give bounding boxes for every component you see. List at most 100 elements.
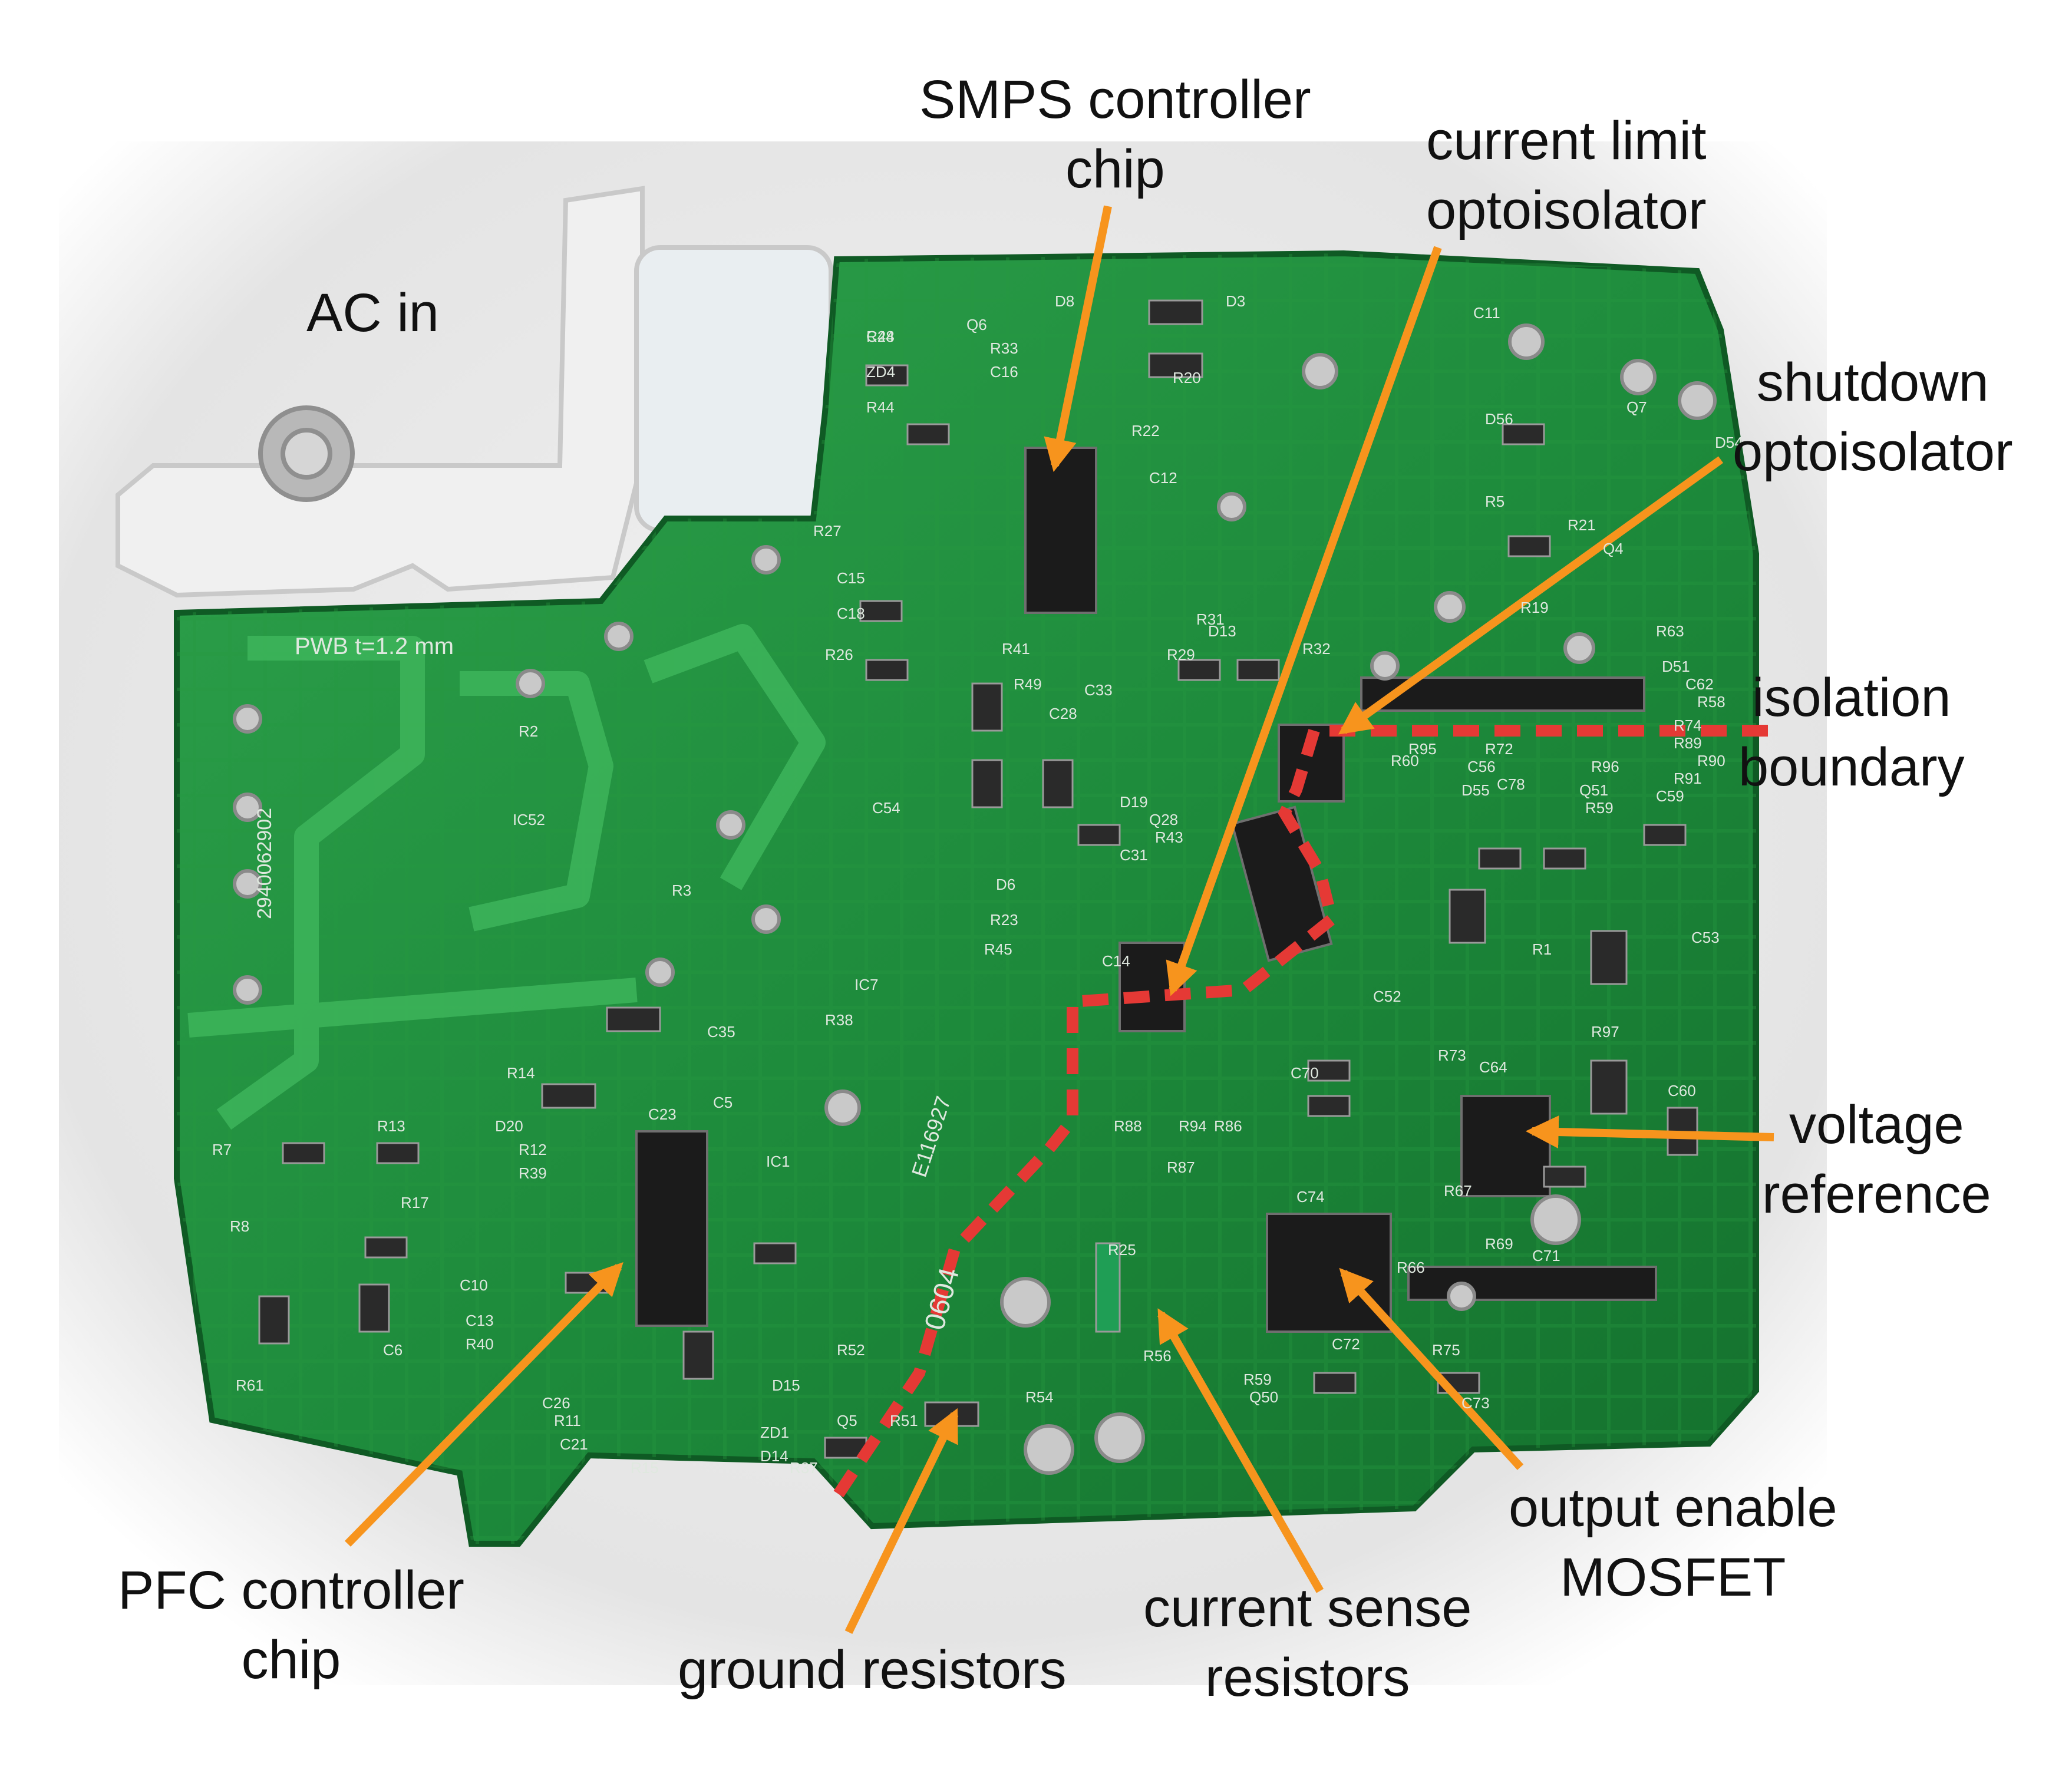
silk-ref-d14: D14 xyxy=(760,1447,788,1465)
silk-ref-zd1: ZD1 xyxy=(760,1424,789,1441)
silk-ref-r96: R96 xyxy=(1591,758,1619,775)
silk-ref-d54: D54 xyxy=(1715,434,1743,451)
silk-ref-c71: C71 xyxy=(1532,1247,1560,1264)
label-shutdown-line2: optoisolator xyxy=(1733,422,2013,482)
silk-ref-q5: Q5 xyxy=(837,1412,857,1429)
silk-ref-r29: R29 xyxy=(1167,646,1195,663)
silk-ref-r39: R39 xyxy=(519,1164,547,1182)
silk-ref-r59: R59 xyxy=(1585,799,1614,817)
label-isolation-line1: isolation xyxy=(1752,668,1951,728)
silk-ref-zd4: ZD4 xyxy=(866,363,895,381)
silk-ref-r89: R89 xyxy=(1674,734,1702,752)
silk-ref-r75: R75 xyxy=(1432,1341,1460,1359)
isolation-boundary-line xyxy=(832,725,1768,1500)
label-smps-line1: SMPS controller xyxy=(919,70,1311,130)
silk-ref-r40: R40 xyxy=(466,1335,494,1353)
label-smps-line2: chip xyxy=(1065,139,1165,199)
silk-ref-d3: D3 xyxy=(1226,292,1245,310)
silk-ref-r74: R74 xyxy=(1674,717,1702,734)
silk-ref-q28: Q28 xyxy=(1149,811,1178,828)
silk-ref-r95: R95 xyxy=(1408,740,1437,758)
label-pfc-controller: PFC controller chip xyxy=(118,1556,464,1695)
silk-ref-r25: R25 xyxy=(1108,1241,1136,1259)
silk-ref-r17: R17 xyxy=(401,1194,429,1211)
silk-ref-c13: C13 xyxy=(466,1312,494,1329)
label-current-limit-line2: optoisolator xyxy=(1426,180,1707,240)
silk-ref-r73: R73 xyxy=(1438,1046,1466,1064)
silk-ref-r5: R5 xyxy=(1485,493,1504,510)
silk-ref-d13: D13 xyxy=(1208,622,1236,640)
label-current-sense-line1: current sense xyxy=(1143,1578,1472,1638)
silk-ref-q7: Q7 xyxy=(1626,398,1647,416)
silk-ref-r33: R33 xyxy=(990,339,1018,357)
silk-ref-r7: R7 xyxy=(212,1141,232,1158)
arrow-smps xyxy=(1044,205,1112,472)
silk-ref-d15: D15 xyxy=(772,1376,800,1394)
silk-pwb: PWB t=1.2 mm xyxy=(295,633,454,659)
silk-ref-c26: C26 xyxy=(542,1394,570,1412)
label-current-limit-opto: current limit optoisolator xyxy=(1426,106,1707,245)
silk-ref-d56: D56 xyxy=(1485,410,1513,428)
silk-ref-c74: C74 xyxy=(1296,1188,1325,1206)
silk-ref-q4: Q4 xyxy=(1603,540,1624,557)
arrow-mosfet xyxy=(1339,1267,1524,1470)
label-current-sense-resistors: current sense resistors xyxy=(1143,1573,1471,1712)
silk-ref-r56: R56 xyxy=(1143,1347,1172,1365)
silk-ref-c14: C14 xyxy=(1102,952,1130,970)
silk-ref-c70: C70 xyxy=(1291,1064,1319,1082)
silk-ref-r23: R23 xyxy=(990,911,1018,929)
label-pfc-line2: chip xyxy=(241,1630,341,1690)
silk-ref-r27: R27 xyxy=(813,522,842,540)
label-ground-text: ground resistors xyxy=(678,1640,1067,1700)
label-voltage-reference: voltage reference xyxy=(1762,1090,1991,1229)
silk-ref-r8: R8 xyxy=(230,1217,249,1235)
silk-ref-c5: C5 xyxy=(713,1094,733,1111)
silk-ref-c52: C52 xyxy=(1373,988,1401,1005)
silk-ref-c78: C78 xyxy=(1497,775,1525,793)
silk-ref-r43: R43 xyxy=(1155,828,1183,846)
silk-ref-r97: R97 xyxy=(1591,1023,1619,1041)
silk-ref-d8: D8 xyxy=(1055,292,1074,310)
silk-ref-r86: R86 xyxy=(1214,1117,1242,1135)
arrow-shutdown-opto xyxy=(1338,456,1724,735)
silk-ref-r54: R54 xyxy=(1025,1388,1054,1406)
silk-ref-r48: R48 xyxy=(866,328,895,345)
silk-ref-r91: R91 xyxy=(1674,770,1702,787)
silk-ref-c59: C59 xyxy=(1656,787,1684,805)
label-smps-controller: SMPS controller chip xyxy=(919,65,1311,204)
arrow-voltage-ref xyxy=(1525,1115,1774,1149)
silk-ref-r13: R13 xyxy=(377,1117,405,1135)
pfc-chip xyxy=(635,1130,708,1327)
silk-ref-r63: R63 xyxy=(1656,622,1684,640)
label-pfc-line1: PFC controller xyxy=(118,1560,464,1620)
silk-ref-d6: D6 xyxy=(996,876,1015,893)
silk-ref-r19: R19 xyxy=(1520,599,1549,616)
silk-ref-r11: R11 xyxy=(554,1412,581,1429)
solder-pads xyxy=(233,323,1717,1475)
silk-ref-c6: C6 xyxy=(383,1341,402,1359)
silk-ref-r31: R31 xyxy=(1196,610,1225,628)
silk-ref-c21: C21 xyxy=(560,1435,588,1453)
silk-part-number: 2940062902 xyxy=(253,808,276,919)
silk-ref-r45: R45 xyxy=(984,940,1012,958)
callout-arrows xyxy=(344,205,1774,1635)
silk-ref-r14: R14 xyxy=(507,1064,535,1082)
silk-ref-c16: C16 xyxy=(990,363,1018,381)
silk-ref-c11: C11 xyxy=(1473,304,1500,322)
silk-ref-r1: R1 xyxy=(1532,940,1552,958)
label-output-enable-mosfet: output enable MOSFET xyxy=(1509,1473,1837,1612)
silk-ref-c12: C12 xyxy=(1149,469,1177,487)
silk-ref-c35: C35 xyxy=(707,1023,735,1041)
label-mosfet-line1: output enable xyxy=(1509,1478,1837,1538)
silk-ref-r67: R67 xyxy=(1444,1182,1472,1200)
silk-ref-r38: R38 xyxy=(825,1011,853,1029)
silk-ref-r90: R90 xyxy=(1697,752,1725,770)
silk-ref-c15: C15 xyxy=(837,569,865,587)
silk-ref-r69: R69 xyxy=(1485,1235,1513,1253)
silk-ref-c56: C56 xyxy=(1467,758,1496,775)
shutdown-opto-chip xyxy=(1278,724,1345,803)
silk-ref-r87: R87 xyxy=(1167,1158,1195,1176)
silk-ref-r44: R44 xyxy=(866,398,895,416)
label-shutdown-opto: shutdown optoisolator xyxy=(1733,348,2013,487)
